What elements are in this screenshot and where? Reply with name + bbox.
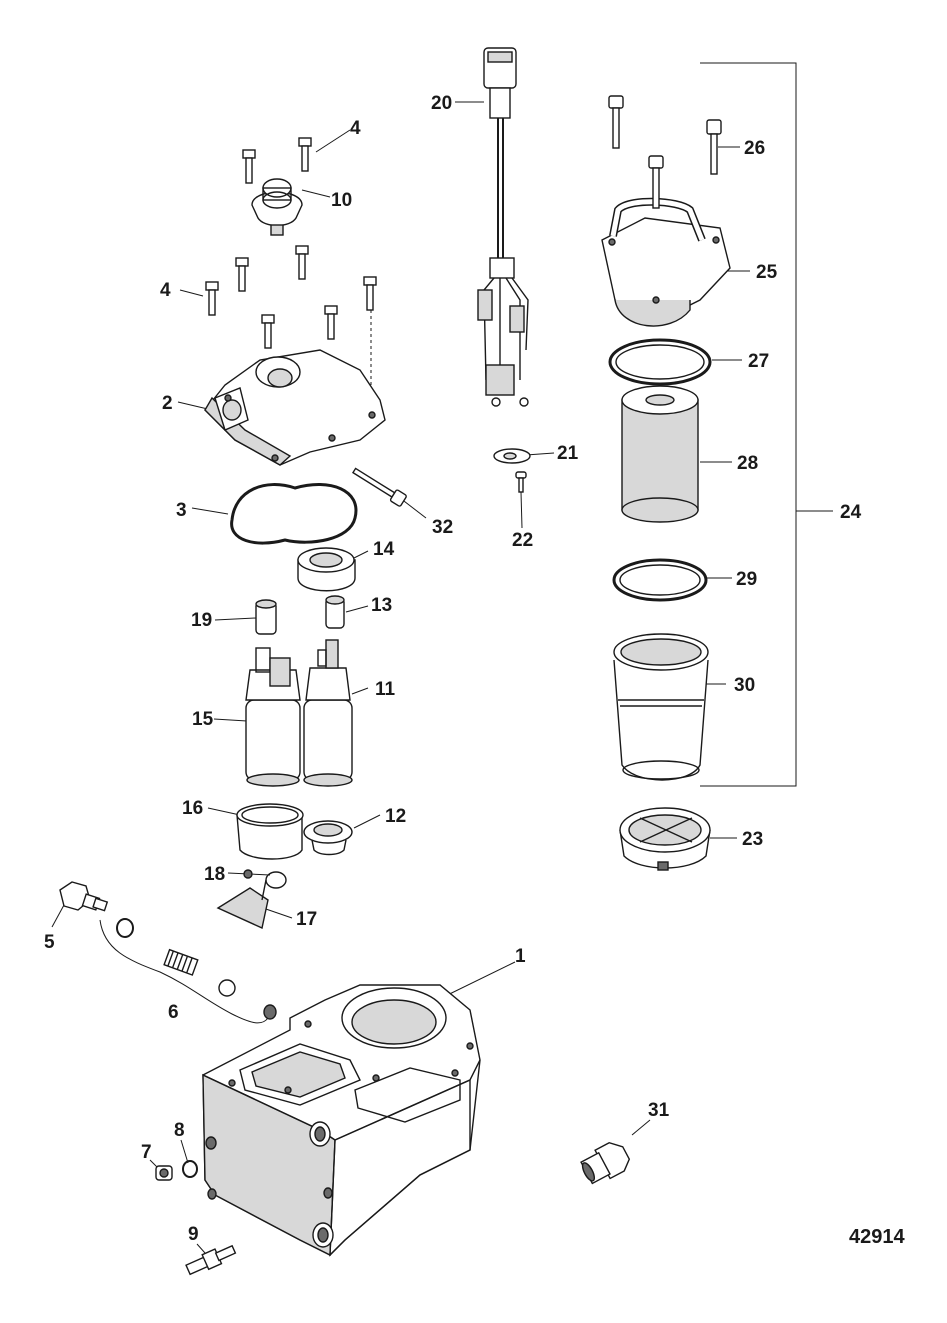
pump-sleeve-left [255,599,277,635]
plug [155,1165,173,1181]
fuel-module-housing [202,984,481,1257]
callout-23: 23 [742,829,763,850]
harness-bracket [493,448,531,464]
callout-9: 9 [188,1224,199,1245]
pump-support-ring [236,803,304,860]
filter-head [601,197,731,327]
callout-24: 24 [840,502,862,523]
leader-lines [51,62,833,1254]
pressure-regulator [251,178,303,236]
callout-11: 11 [375,679,396,700]
callout-6: 6 [168,1002,179,1023]
callout-7: 7 [141,1142,152,1163]
housing-cover [204,349,386,466]
callout-8: 8 [174,1120,185,1141]
callout-4b: 4 [160,280,171,301]
adapter-fitting [580,1141,631,1185]
callout-10: 10 [331,190,352,211]
filter-o-ring-small [612,558,708,602]
callout-18: 18 [204,864,225,885]
pump-cushion [297,547,356,592]
callout-27: 27 [748,351,769,372]
callout-labels: 1 2 3 4 4 5 6 7 8 9 10 11 12 13 14 15 16… [44,93,905,1248]
cover-bolts [205,137,377,349]
pump-sleeve-right [325,595,345,629]
callout-14: 14 [373,539,395,560]
fitting [59,881,109,912]
fuel-pump-right [303,639,353,787]
wiring-harness [477,47,529,407]
fitting-nipple [185,1244,237,1276]
cover-o-ring [230,483,358,545]
drawing-number: 42914 [849,1226,905,1248]
callout-22: 22 [512,530,533,551]
filter-clip [243,869,253,879]
filter-head-screws [608,95,722,209]
callout-3: 3 [176,500,187,521]
callout-17: 17 [296,909,317,930]
callout-13: 13 [371,595,392,616]
valve-kit [116,918,277,1020]
cover-screw [352,467,407,507]
callout-25: 25 [756,262,778,283]
filter-bowl [613,633,709,781]
fuel-filter-element [621,385,699,523]
callout-26: 26 [744,138,765,159]
callout-15: 15 [192,709,214,730]
callout-4a: 4 [350,118,361,139]
callout-5: 5 [44,932,55,953]
callout-2: 2 [162,393,173,414]
callout-21: 21 [557,443,579,464]
plug-seal [182,1160,198,1178]
filter-bowl-cap [619,807,711,871]
callout-28: 28 [737,453,758,474]
callout-1: 1 [515,946,526,967]
callout-19: 19 [191,610,212,631]
pump-grommet [303,820,353,856]
callout-30: 30 [734,675,755,696]
fuel-pump-left [245,647,301,787]
filter-o-ring-large [608,338,712,386]
callout-12: 12 [385,806,406,827]
callout-16: 16 [182,798,203,819]
fuel-filter-sock [216,871,287,929]
callout-31: 31 [648,1100,670,1121]
callout-20: 20 [431,93,452,114]
callout-32: 32 [432,517,453,538]
bracket-screw [515,471,527,493]
callout-29: 29 [736,569,757,590]
